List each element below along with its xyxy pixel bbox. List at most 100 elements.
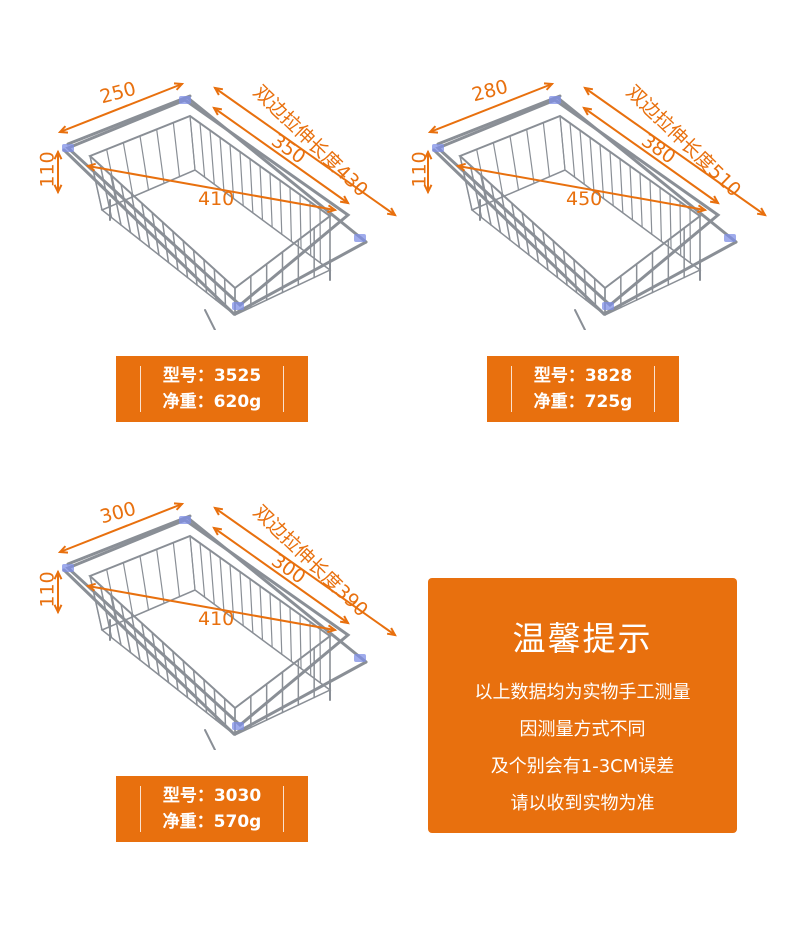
basket-wire <box>299 613 302 670</box>
extension-rail <box>62 148 236 316</box>
basket-wire <box>172 122 181 178</box>
width-arrow-head <box>427 125 439 134</box>
diagonal-arrow <box>87 165 336 211</box>
basket-wire <box>559 115 566 171</box>
diagonal-arrow-head <box>85 582 96 592</box>
width-arrow-head <box>57 545 69 554</box>
height-arrow-head <box>53 604 63 615</box>
basket-wire <box>161 221 170 264</box>
basket-wire <box>199 122 206 178</box>
extension-rail <box>432 148 606 316</box>
basket-wire <box>209 129 215 185</box>
height-dimension-label: 110 <box>408 151 431 188</box>
basket-wire <box>203 678 208 714</box>
notice-title: 温馨提示 <box>512 619 653 658</box>
basket-wire <box>609 151 614 207</box>
basket-rim <box>435 98 721 307</box>
length-arrow-head <box>339 195 350 205</box>
model-label: 型号： <box>533 366 585 386</box>
basket-wire <box>289 606 293 663</box>
basket-wire <box>223 277 227 309</box>
stretch-arrow <box>214 87 396 216</box>
basket-wire <box>139 555 150 611</box>
weight-label: 净重： <box>162 392 214 412</box>
notice-line: 以上数据均为实物手工测量 <box>474 682 691 703</box>
basket-wire <box>599 143 605 200</box>
model-value: 3030 <box>213 786 262 806</box>
basket-wire <box>219 556 225 613</box>
weight-row: 净重： 725g <box>534 389 633 415</box>
basket-wire <box>229 563 235 620</box>
basket-wire <box>223 697 227 729</box>
basket-diagram <box>53 82 397 330</box>
stretch-arrow <box>584 87 766 216</box>
basket-wire <box>259 165 264 221</box>
basket-wire <box>521 211 530 256</box>
basket-wire <box>109 174 122 226</box>
model-row: 型号： 3030 <box>163 783 261 809</box>
basket-rim <box>65 518 351 727</box>
basket-wire <box>189 535 196 591</box>
spec-box: 型号： 3828 净重： 725g <box>487 356 679 422</box>
basket-wire <box>269 592 273 648</box>
weight-row: 净重： 620g <box>163 389 262 415</box>
weight-value: 725g <box>584 392 633 412</box>
basket-wire <box>583 268 587 301</box>
model-label: 型号： <box>162 786 214 806</box>
basket-wire <box>649 179 653 235</box>
rubber-foot <box>602 302 614 310</box>
basket-wire <box>109 594 122 646</box>
length-arrow <box>213 527 349 624</box>
stretch-arrow <box>214 507 396 636</box>
basket-wire <box>279 179 283 235</box>
basket-wire <box>542 122 551 178</box>
model-row: 型号： 3828 <box>534 363 632 389</box>
length-arrow-head <box>709 195 720 205</box>
basket-wire <box>573 258 578 294</box>
basket-wire <box>669 193 672 250</box>
basket-diagram <box>423 82 767 330</box>
basket-wire <box>182 660 189 699</box>
width-arrow <box>59 503 183 553</box>
basket-wire <box>579 129 585 185</box>
basket-wire <box>122 142 134 198</box>
basket-wire <box>120 183 132 234</box>
rubber-foot <box>549 96 561 104</box>
basket-wire <box>593 277 597 309</box>
width-arrow-head <box>543 82 555 91</box>
rubber-foot <box>354 654 366 662</box>
basket-wire <box>239 571 244 627</box>
product-card-2: 280 110 380 450 双边拉伸长度510 型号： 3828 净重： 7… <box>400 70 780 430</box>
basket-leg <box>574 309 586 330</box>
width-arrow-head <box>173 82 185 91</box>
length-arrow-head <box>212 106 223 116</box>
basket-wire <box>120 603 132 654</box>
basket-wire <box>476 148 489 204</box>
basket-wire <box>589 136 595 193</box>
basket-wire <box>492 142 504 198</box>
stretch-arrow-head <box>756 207 767 217</box>
basket-wire <box>151 211 160 256</box>
basket-wire <box>679 201 682 257</box>
model-value: 3525 <box>213 366 262 386</box>
basket-wire <box>552 240 559 279</box>
width-arrow-head <box>57 125 69 134</box>
basket-wire <box>639 172 643 228</box>
diagonal-arrow-head <box>455 162 466 172</box>
basket-wire <box>259 585 264 641</box>
rubber-foot <box>724 234 736 242</box>
extension-rail <box>436 94 562 146</box>
weight-value: 570g <box>213 812 262 832</box>
diagonal-arrow <box>457 165 706 211</box>
basket-wire <box>130 612 141 661</box>
rubber-foot <box>432 144 444 152</box>
spec-box: 型号： 3030 净重： 570g <box>116 776 308 842</box>
stretch-arrow-head <box>386 627 397 637</box>
diagonal-arrow-head <box>697 204 708 214</box>
height-arrow-head <box>53 569 63 580</box>
basket-wire <box>141 622 151 669</box>
model-label: 型号： <box>162 366 214 386</box>
basket-wire <box>106 568 119 624</box>
rubber-foot <box>62 564 74 572</box>
length-arrow-head <box>339 615 350 625</box>
